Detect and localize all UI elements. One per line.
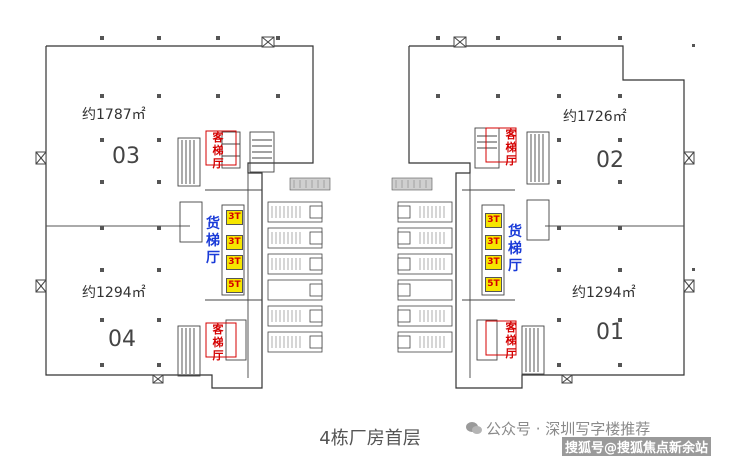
unit-03-area: 约1787㎡	[82, 107, 146, 123]
lift-capacity-badge: 3T	[485, 255, 502, 270]
passenger-lobby-label-nw: 客梯厅	[212, 131, 224, 170]
lift-capacity-badge: 3T	[226, 210, 243, 225]
unit-02-number: 02	[596, 148, 624, 173]
passenger-lobby-label-se: 客梯厅	[505, 321, 517, 360]
lift-capacity-badge: 3T	[226, 235, 243, 250]
lift-capacity-badge: 3T	[485, 235, 502, 250]
lift-capacity-badge: 3T	[226, 255, 243, 270]
columns-left	[100, 36, 280, 367]
unit-03-number: 03	[112, 144, 140, 169]
freight-lobby-label-right: 货梯厅	[508, 224, 522, 274]
watermark-account: 公众号 · 深圳写字楼推荐	[486, 420, 651, 438]
watermark-credit: 搜狐号@搜狐焦点新余站	[562, 437, 712, 456]
right-building-outline	[408, 45, 685, 389]
passenger-lobby-label-ne: 客梯厅	[505, 128, 517, 167]
unit-02-area: 约1726㎡	[563, 109, 627, 125]
loading-bays-right	[397, 201, 453, 353]
loading-bays-left	[267, 201, 323, 353]
passenger-lobby-label-sw: 客梯厅	[212, 323, 224, 362]
columns-right	[436, 36, 695, 367]
lift-capacity-badge: 5T	[485, 277, 502, 292]
lift-capacity-badge: 3T	[485, 213, 502, 228]
unit-01-number: 01	[596, 320, 624, 345]
lift-capacity-badge: 5T	[226, 278, 243, 293]
plan-caption: 4栋厂房首层	[319, 428, 421, 449]
unit-04-number: 04	[108, 327, 136, 352]
unit-04-area: 约1294㎡	[82, 285, 146, 301]
unit-01-area: 约1294㎡	[572, 285, 636, 301]
freight-lobby-label-left: 货梯厅	[206, 216, 220, 266]
wechat-icon	[466, 422, 482, 434]
